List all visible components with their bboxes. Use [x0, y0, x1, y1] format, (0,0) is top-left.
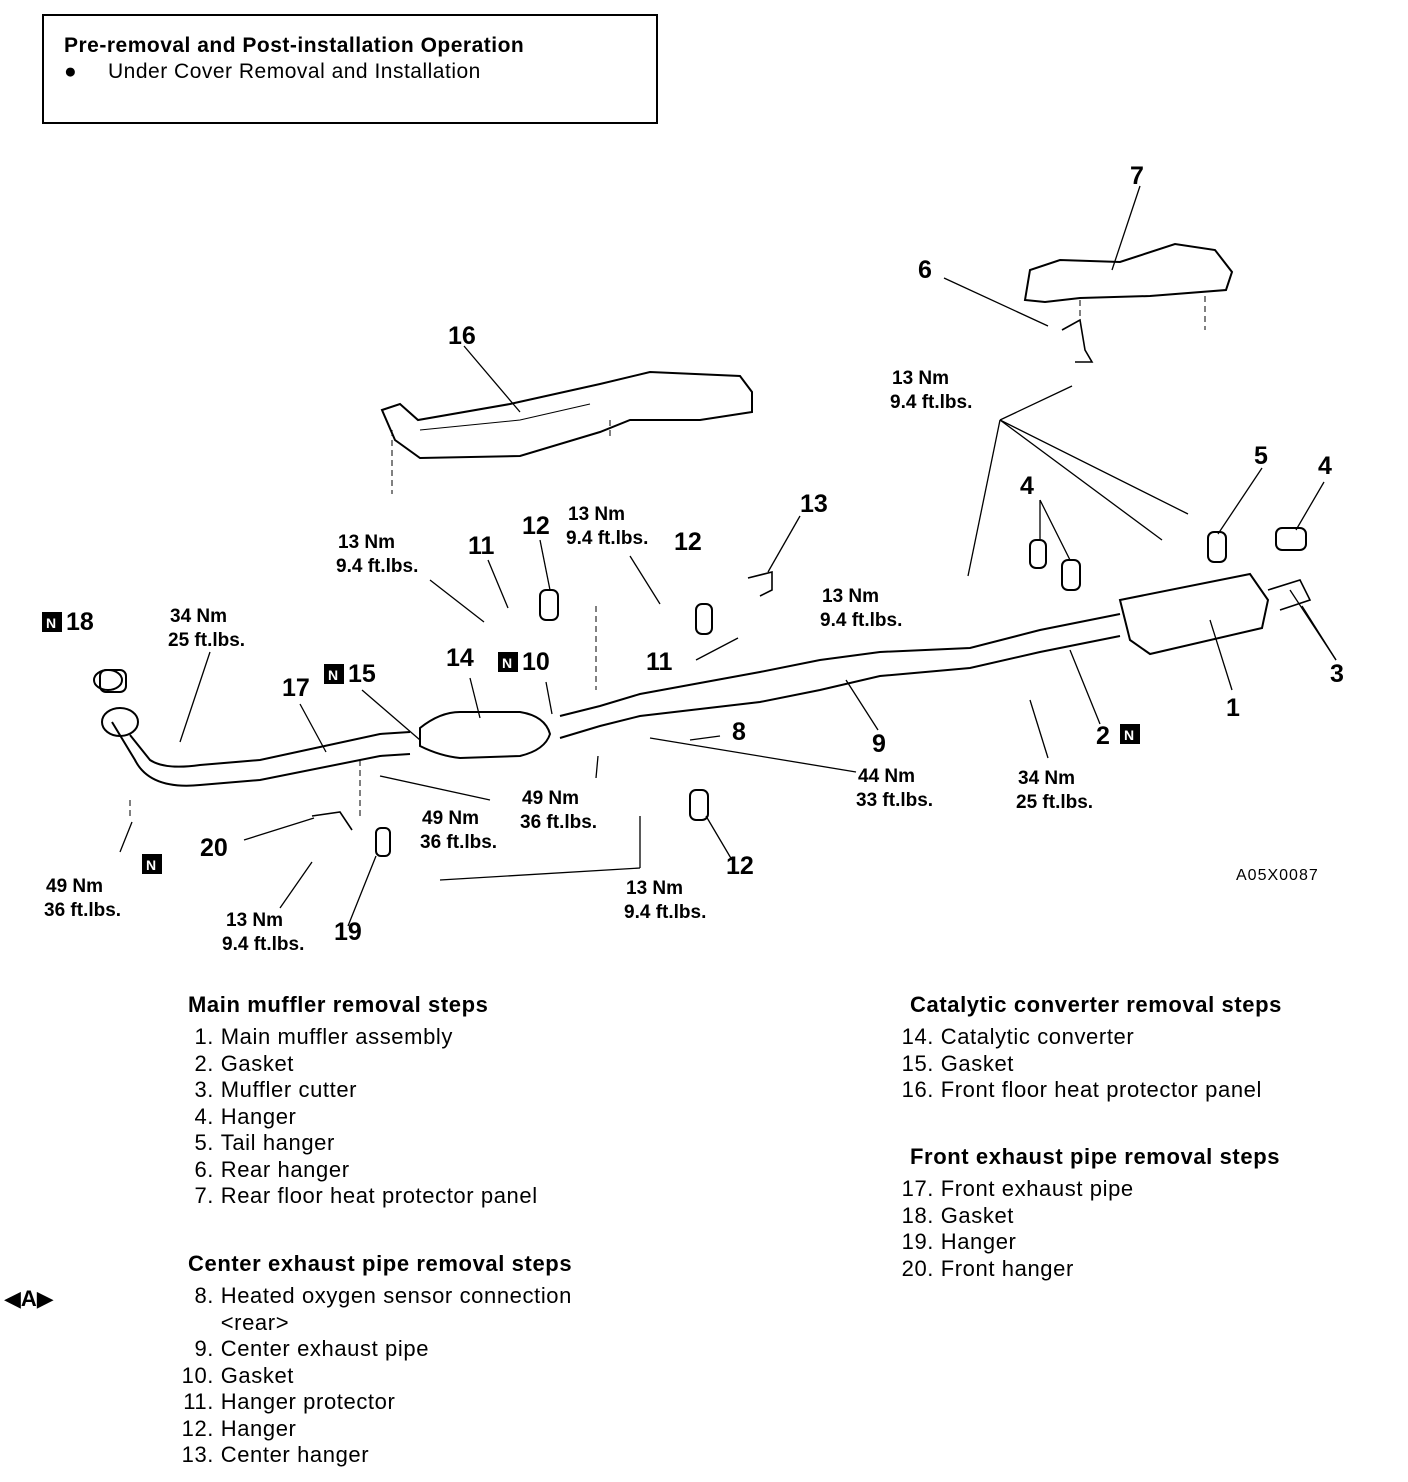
bullet-icon: ● [64, 60, 78, 83]
front-pipe-section: Front exhaust pipe removal steps 17. Fro… [898, 1144, 1280, 1282]
callout-6: 6 [918, 256, 932, 284]
callout-12-lower: 12 [726, 852, 754, 880]
step-item: 1. Main muffler assembly [194, 1024, 453, 1049]
step-item: 15. Gasket [901, 1050, 1015, 1076]
new-part-mark-front: N [146, 857, 156, 873]
callout-1: 1 [1226, 694, 1240, 722]
step-item: 12. Hanger [181, 1415, 297, 1441]
front-pipe-steps: 17. Front exhaust pipe 18. Gasket 19. Ha… [898, 1176, 1280, 1282]
callout-15: 15 [348, 660, 376, 688]
exhaust-exploded-diagram: 7 6 16 13 4 5 4 3 1 2 9 8 12 11 12 11 14… [42, 162, 1344, 955]
step-item: 2. Gasket [194, 1050, 295, 1076]
step-item: 11. Hanger protector [183, 1389, 396, 1414]
step-item: 17. Front exhaust pipe [901, 1176, 1134, 1201]
catalytic-steps: 14. Catalytic converter 15. Gasket 16. F… [898, 1024, 1282, 1104]
center-pipe-section: Center exhaust pipe removal steps 8. Hea… [172, 1251, 572, 1469]
main-muffler-steps: 1. Main muffler assembly 2. Gasket 3. Mu… [188, 1024, 538, 1210]
callout-11-lower: 11 [646, 648, 673, 676]
step-item: 9. Center exhaust pipe [194, 1336, 430, 1361]
step-item: 8. Heated oxygen sensor connection [194, 1283, 572, 1308]
callout-20: 20 [200, 834, 228, 862]
main-muffler-section: Main muffler removal steps 1. Main muffl… [188, 992, 538, 1210]
step-item: 5. Tail hanger [194, 1130, 335, 1155]
pre-operation-title: Pre-removal and Post-installation Operat… [64, 34, 525, 57]
step-item: 19. Hanger [901, 1229, 1017, 1254]
callout-19: 19 [334, 918, 362, 946]
step-item: 7. Rear floor heat protector panel [194, 1183, 538, 1208]
callout-18: 18 [66, 608, 94, 636]
step-item: 4. Hanger [194, 1103, 297, 1129]
step-item: 3. Muffler cutter [194, 1077, 358, 1102]
step-item: 16. Front floor heat protector panel [901, 1077, 1262, 1102]
callout-3: 3 [1330, 660, 1344, 688]
pre-operation-item: ● Under Cover Removal and Installation [64, 60, 481, 84]
step-item: 10. Gasket [181, 1362, 295, 1388]
callout-12-mid: 12 [674, 528, 702, 556]
callout-8: 8 [732, 718, 746, 746]
front-heat-protector-panel [380, 370, 753, 460]
front-exhaust-pipe [111, 721, 411, 787]
catalytic-section: Catalytic converter removal steps 14. Ca… [898, 992, 1282, 1104]
step-item: 6. Rear hanger [194, 1156, 350, 1182]
step-item: 13. Center hanger [181, 1442, 370, 1467]
callout-10: 10 [522, 648, 550, 676]
callout-5: 5 [1254, 442, 1268, 470]
catalytic-converter [419, 711, 552, 760]
pre-operation-item-text: Under Cover Removal and Installation [108, 60, 481, 83]
center-pipe-title: Center exhaust pipe removal steps [188, 1251, 573, 1276]
callout-4-left: 4 [1020, 472, 1034, 500]
callout-7: 7 [1130, 162, 1144, 190]
callout-14: 14 [446, 644, 474, 672]
new-part-mark-15: N [328, 667, 338, 683]
rear-heat-protector-panel [1023, 242, 1234, 304]
new-part-mark-10: N [502, 655, 512, 671]
main-muffler-title: Main muffler removal steps [188, 992, 489, 1017]
callout-13: 13 [800, 490, 828, 518]
callout-12-upper: 12 [522, 512, 550, 540]
callout-4-right: 4 [1318, 452, 1332, 480]
callout-17: 17 [282, 674, 310, 702]
step-item: <rear> [220, 1309, 290, 1335]
step-item: 14. Catalytic converter [901, 1024, 1135, 1049]
pre-operation-box: Pre-removal and Post-installation Operat… [42, 14, 658, 124]
figure-reference: A05X0087 [1236, 867, 1319, 884]
step-item: 18. Gasket [901, 1202, 1015, 1228]
main-muffler [1118, 572, 1270, 656]
new-part-mark-2: N [1124, 727, 1134, 743]
catalytic-title: Catalytic converter removal steps [910, 992, 1282, 1017]
callout-16: 16 [448, 322, 476, 350]
callout-2: 2 [1096, 722, 1110, 750]
callout-9: 9 [872, 730, 886, 758]
callout-11-upper: 11 [468, 532, 495, 560]
center-pipe-steps: 8. Heated oxygen sensor connection <rear… [172, 1283, 572, 1469]
new-part-mark-18: N [46, 615, 56, 631]
note-a-mark: ◀A▶ [4, 1286, 54, 1311]
center-exhaust-pipe [559, 613, 1121, 717]
front-pipe-title: Front exhaust pipe removal steps [910, 1144, 1281, 1169]
step-item: 20. Front hanger [901, 1255, 1074, 1281]
